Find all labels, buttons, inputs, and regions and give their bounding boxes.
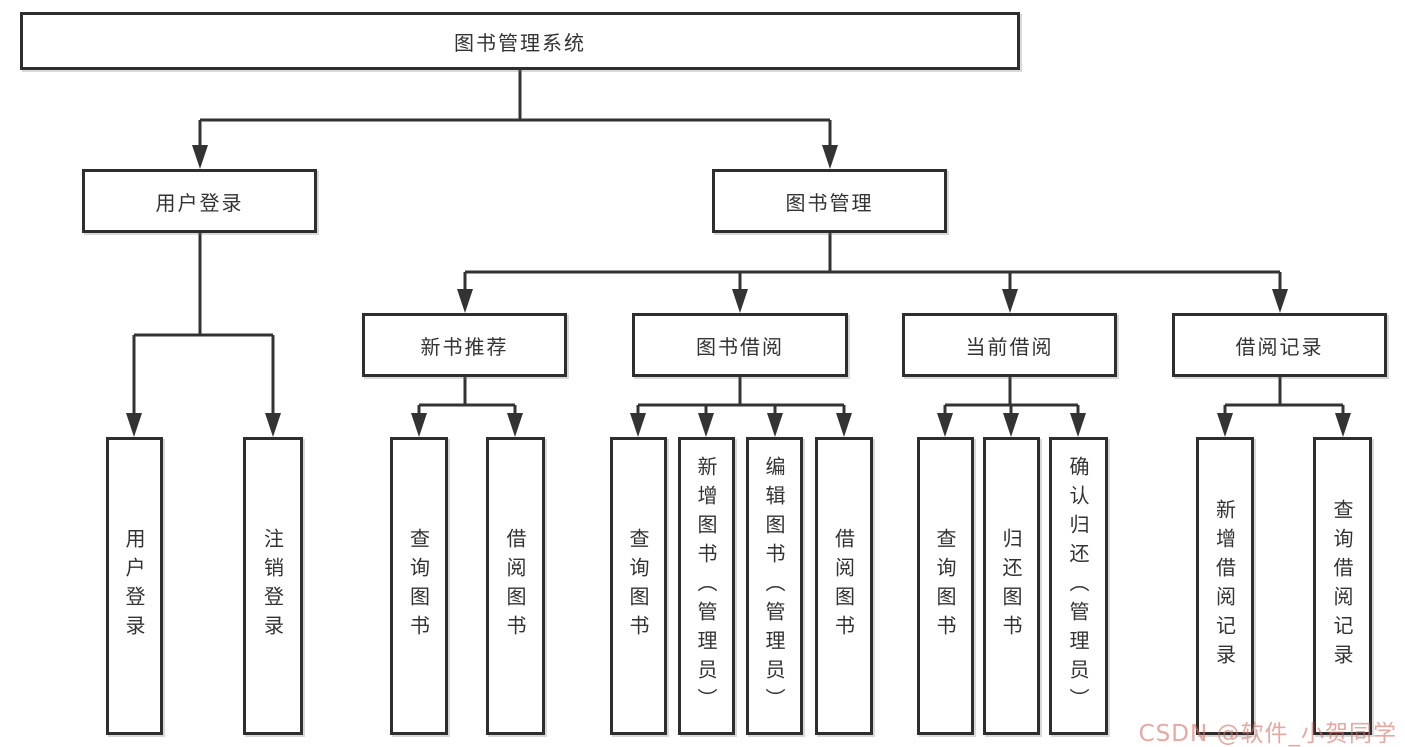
node-borrowing-records: 借阅记录 [1172,313,1387,377]
leaf-records-add-record: 新增借阅记录 [1196,437,1254,735]
watermark-text: CSDN @软件_小贺同学 [1138,721,1397,747]
leaf-logout: 注销登录 [243,437,303,735]
leaf-borrow-edit-books-admin: 编辑图书（管理员） [746,437,803,735]
leaf-borrow-add-books-admin: 新增图书（管理员） [678,437,735,735]
node-library-management-system: 图书管理系统 [20,12,1020,70]
node-user-login: 用户登录 [82,169,317,233]
leaf-recommend-borrow-books: 借阅图书 [486,437,545,735]
leaf-current-query-books: 查询图书 [917,437,974,735]
node-new-book-recommendation: 新书推荐 [362,313,567,377]
leaf-current-return-books: 归还图书 [983,437,1040,735]
node-book-management: 图书管理 [712,169,947,233]
node-current-borrowing: 当前借阅 [902,313,1117,377]
node-book-borrowing: 图书借阅 [632,313,848,377]
leaf-records-query-record: 查询借阅记录 [1313,437,1372,735]
leaf-user-login: 用户登录 [106,437,163,735]
leaf-borrow-query-books: 查询图书 [610,437,667,735]
leaf-current-confirm-return-admin: 确认归还（管理员） [1049,437,1108,735]
leaf-recommend-query-books: 查询图书 [390,437,448,735]
leaf-borrow-borrow-books: 借阅图书 [815,437,873,735]
